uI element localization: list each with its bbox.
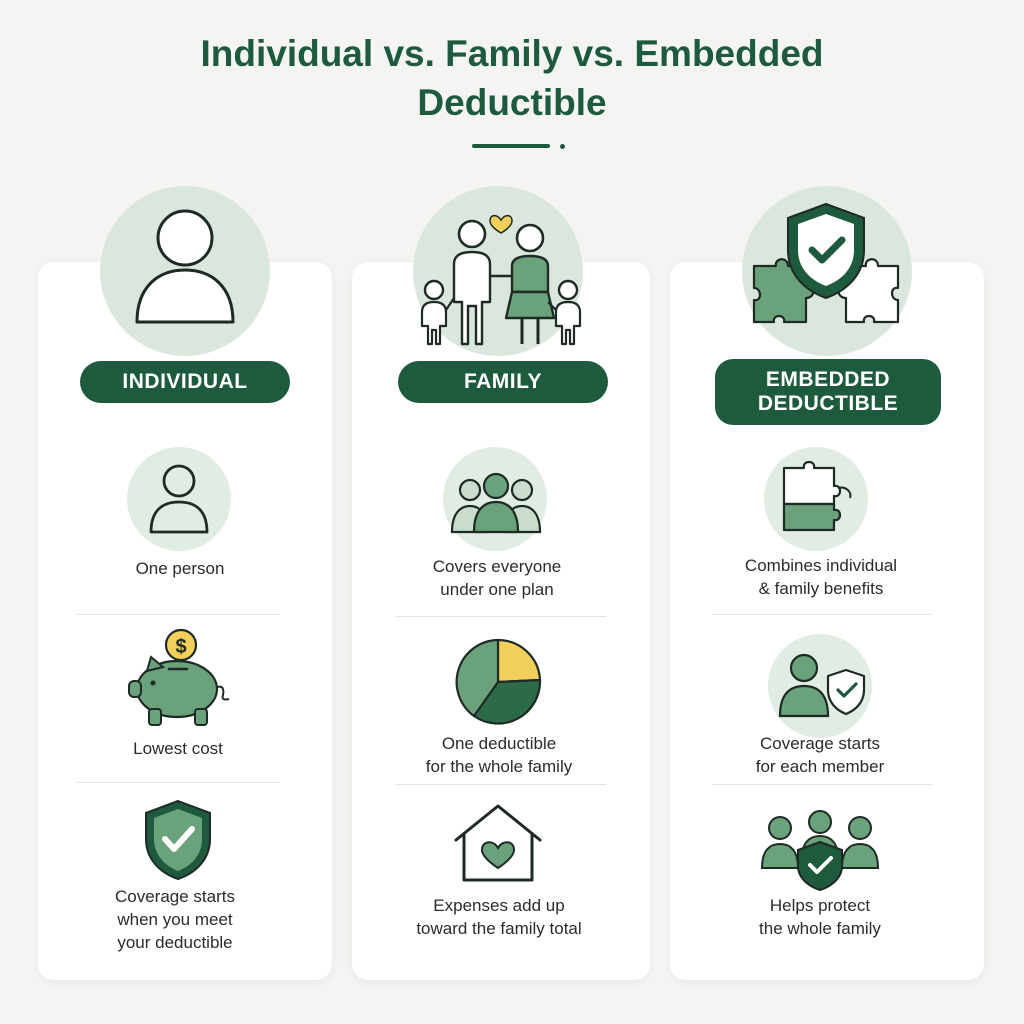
person-icon: [149, 464, 209, 534]
label-family: FAMILY: [398, 361, 608, 403]
page-title: Individual vs. Family vs. Embedded Deduc…: [200, 33, 824, 123]
item-text: One person: [135, 559, 225, 578]
item-text: Coverage starts when you meet your deduc…: [115, 887, 235, 952]
item-text: Combines individual & family benefits: [744, 556, 898, 598]
person-outline-icon: [135, 209, 235, 324]
pie-chart-icon: [455, 638, 542, 725]
divider: [396, 616, 606, 617]
group-icon: [450, 472, 542, 534]
title-underline: [472, 144, 550, 148]
divider: [76, 782, 280, 783]
piggy-bank-icon: $: [128, 628, 230, 726]
label-embedded-deductible: EMBEDDED DEDUCTIBLE: [715, 359, 941, 425]
item-text: Covers everyone under one plan: [432, 557, 562, 599]
person-shield-icon: [778, 653, 866, 718]
item-text: One deductible for the whole family: [425, 734, 573, 776]
group-shield-icon: [760, 810, 880, 892]
divider: [712, 614, 932, 615]
puzzle-icon: [782, 460, 852, 532]
family-icon: [420, 214, 582, 346]
divider: [712, 784, 932, 785]
shield-puzzle-icon: [752, 202, 900, 324]
label-individual: INDIVIDUAL: [80, 361, 290, 403]
divider: [396, 784, 606, 785]
item-circle: [127, 447, 231, 551]
svg-text:$: $: [175, 636, 186, 658]
item-text: Coverage starts for each member: [755, 734, 885, 776]
item-text: Lowest cost: [133, 739, 223, 758]
title-underline-dot: [560, 144, 565, 149]
divider: [76, 614, 280, 615]
item-text: Helps protect the whole family: [759, 896, 881, 938]
item-text: Expenses add up toward the family total: [416, 896, 582, 938]
shield-check-icon: [145, 799, 211, 881]
hero-circle-family: [413, 186, 583, 356]
house-heart-icon: [454, 804, 542, 882]
